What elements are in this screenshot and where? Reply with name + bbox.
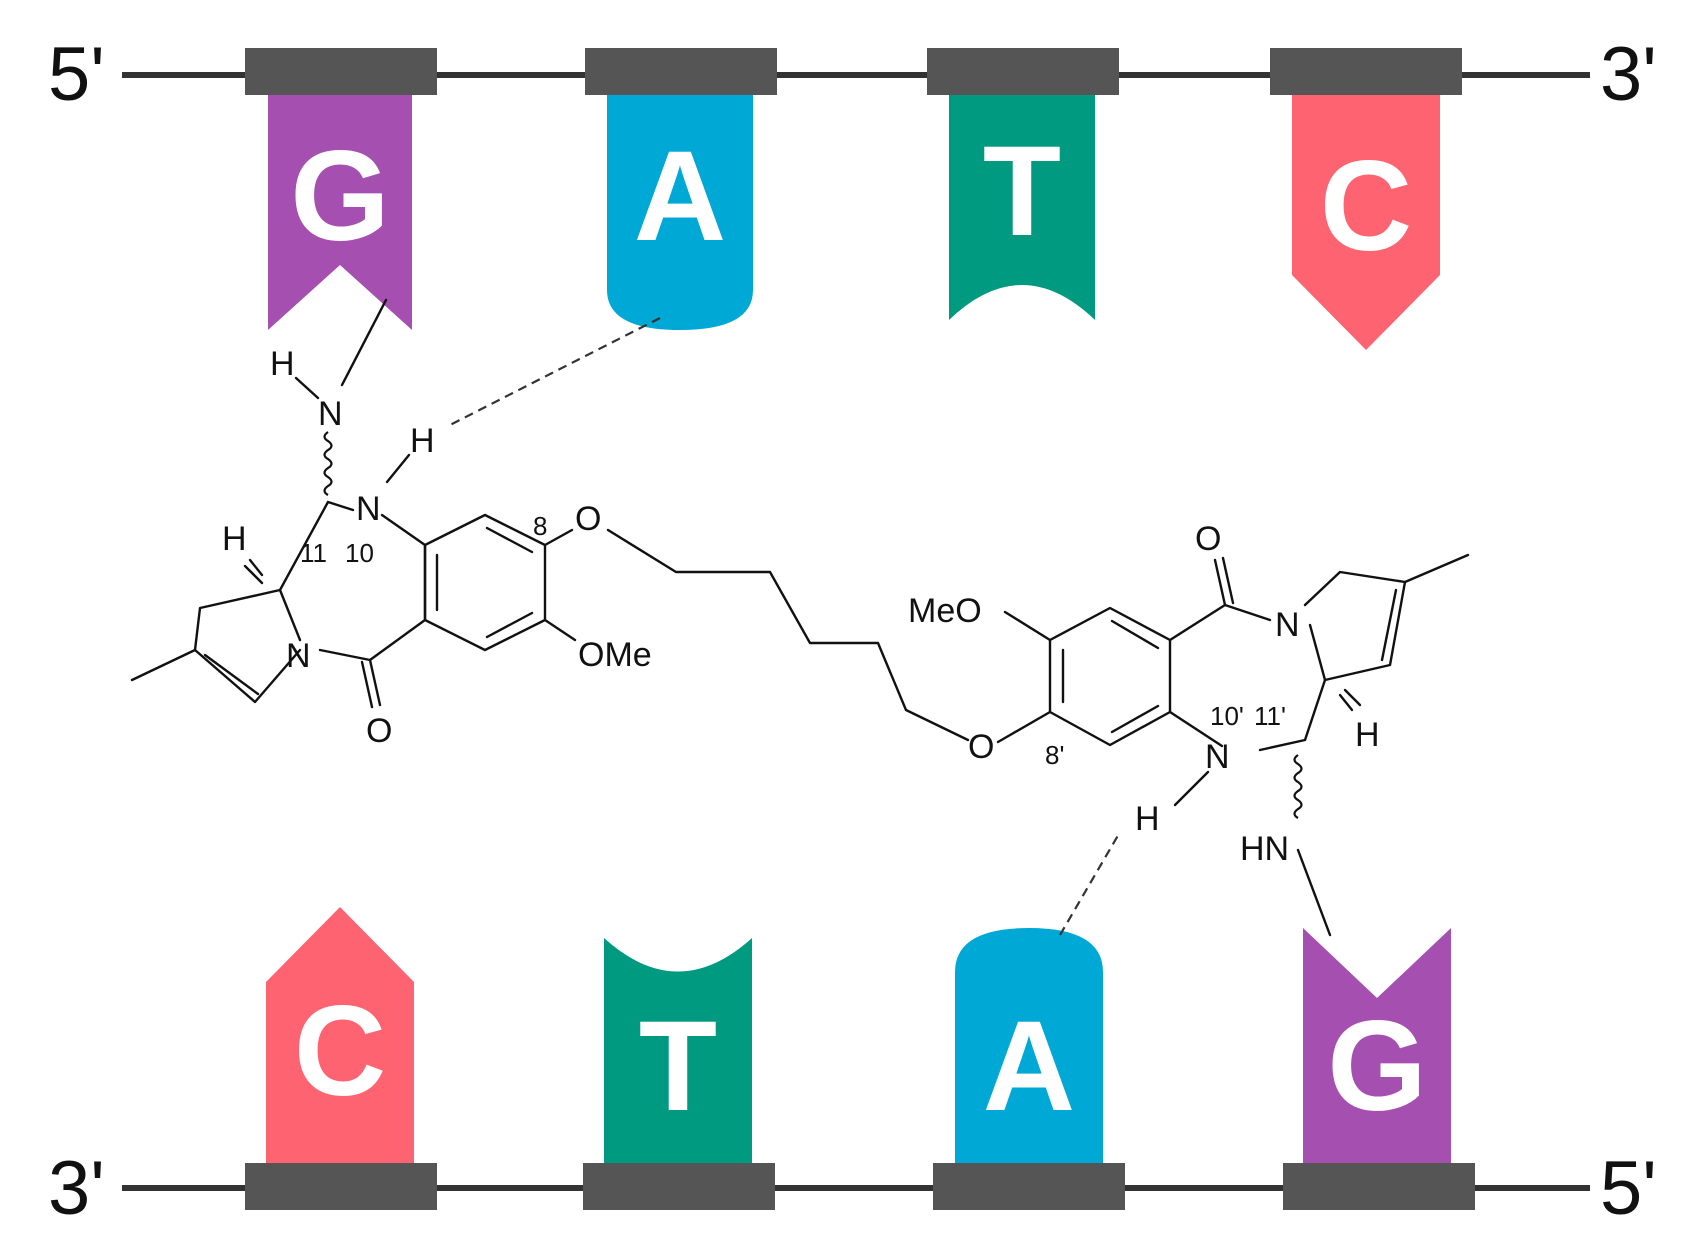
bond-n10p-h (1173, 770, 1210, 807)
top-attachment-3 (927, 48, 1119, 95)
atom-n-ring-left: N (286, 637, 311, 675)
left-pbd-unit: H N H N H 11 10 8 N O O OMe (130, 345, 652, 750)
top-strand: 5' 3' G A T C (48, 32, 1657, 350)
atom-h-n10: H (410, 422, 435, 460)
bottom-base-t-shape (604, 938, 752, 1163)
top-strand-right-end-label: 3' (1600, 32, 1657, 117)
atom-h-top: H (270, 345, 295, 383)
carbonyl-left-2 (360, 660, 374, 709)
bottom-attachment-4 (1283, 1163, 1475, 1210)
num-c8p: 8' (1045, 740, 1064, 770)
bottom-attachment-3 (933, 1163, 1125, 1210)
top-attachment-4 (1270, 48, 1462, 95)
bottom-base-g-letter: G (1327, 995, 1427, 1138)
bond-o-c8p (996, 710, 1052, 744)
bond-meo-c7p (1003, 610, 1052, 642)
num-c11p: 11' (1254, 701, 1286, 731)
diazepine-ring-left (278, 500, 427, 662)
a-to-h-hbond-bottom (1059, 831, 1121, 936)
atom-meo-right: MeO (908, 592, 982, 630)
base-contacts (340, 298, 1332, 937)
top-base-c-letter: C (1320, 135, 1412, 278)
carbonyl-left-1 (368, 658, 382, 707)
bottom-attachment-1 (245, 1163, 437, 1210)
atom-o-ether-right: O (968, 728, 994, 766)
atom-n-ring-right: N (1275, 606, 1300, 644)
bottom-base-a-letter: A (983, 995, 1075, 1138)
top-base-c-shape (1292, 95, 1440, 350)
atom-o-carbonyl-right: O (1195, 520, 1221, 558)
atom-o-carbonyl-left: O (366, 712, 392, 750)
g-to-nh-bond (340, 298, 388, 387)
pyrrole-double-right (1380, 588, 1398, 662)
wavy-bond-c11 (323, 431, 333, 496)
num-c11: 11 (300, 538, 327, 568)
bottom-base-a-shape (955, 928, 1103, 1163)
bottom-strand-right-end-label: 5' (1600, 1146, 1657, 1231)
bond-h-n-top (294, 376, 320, 400)
benzene-right (1048, 606, 1172, 747)
methyl-right (1403, 553, 1470, 584)
num-c8: 8 (533, 511, 547, 541)
top-strand-left-end-label: 5' (48, 32, 105, 117)
atom-o-ether-left: O (575, 500, 601, 538)
top-base-t-shape (949, 95, 1095, 320)
atom-n-top: N (318, 395, 343, 433)
top-base-t-letter: T (983, 120, 1061, 263)
atom-h-c11p: H (1355, 716, 1380, 754)
bottom-base-g-shape (1303, 928, 1451, 1163)
methyl-left (130, 648, 197, 682)
top-base-a-shape (607, 95, 753, 330)
bond-n10-h (385, 453, 411, 484)
top-base-g-letter: G (290, 125, 390, 268)
carbonyl-right-2 (1221, 556, 1235, 605)
atom-n10p: N (1205, 738, 1230, 776)
carbonyl-right-1 (1213, 558, 1227, 607)
bottom-attachment-2 (583, 1163, 775, 1210)
atom-ome-left: OMe (578, 636, 652, 674)
atom-hn-bottom: HN (1240, 830, 1289, 868)
bottom-strand: 3' 5' C T A G (48, 907, 1657, 1231)
benzene-left (423, 513, 547, 652)
bottom-strand-left-end-label: 3' (48, 1146, 105, 1231)
num-n10: 10 (345, 538, 374, 568)
atom-n10: N (356, 490, 381, 528)
hashed-bond-c11p (1338, 688, 1362, 712)
top-base-g-shape (268, 95, 412, 330)
benzene-left-inner (435, 526, 534, 639)
top-base-a-letter: A (634, 125, 726, 268)
pentyl-linker (606, 528, 970, 742)
a-to-h-hbond-top (449, 317, 661, 426)
pyrrole-double-left (203, 653, 260, 696)
num-n10p: 10' (1210, 701, 1244, 731)
bottom-base-t-letter: T (639, 995, 717, 1138)
top-attachment-2 (585, 48, 777, 95)
wavy-bond-c11p (1293, 754, 1303, 819)
benzene-right-inner (1061, 619, 1160, 734)
bond-c7-ome-left (543, 618, 577, 642)
atom-h-c11: H (222, 520, 247, 558)
bottom-base-c-letter: C (294, 980, 386, 1123)
atom-h-n10p: H (1135, 800, 1160, 838)
right-pbd-unit: MeO O 8' O N H 10' 11' N H HN (908, 520, 1470, 868)
bond-c8-o-left (543, 528, 574, 547)
bottom-base-c-shape (266, 907, 414, 1163)
hashed-bond-c11 (243, 558, 264, 585)
g-to-hn-bond (1296, 848, 1332, 937)
diazepine-ring-right (1168, 603, 1327, 752)
top-attachment-1 (245, 48, 437, 95)
